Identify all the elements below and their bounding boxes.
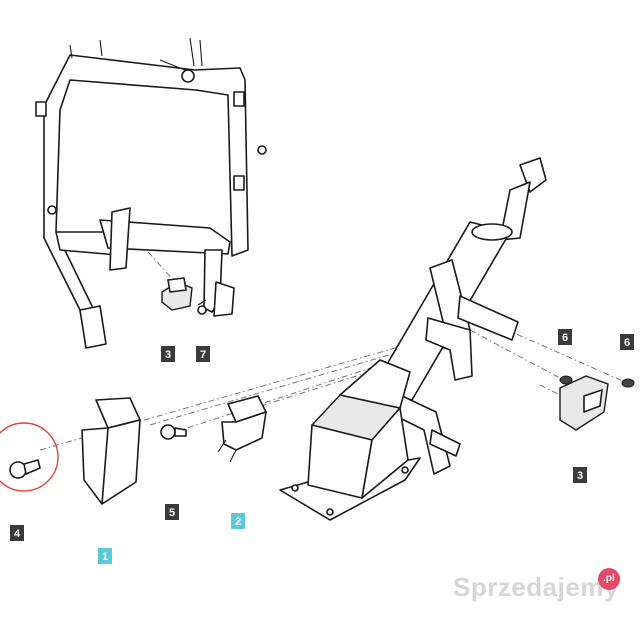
callout-6-left-label: 6 xyxy=(562,332,568,344)
cover-box xyxy=(81,397,141,505)
mount-bracket-left xyxy=(161,277,193,311)
callout-2-label: 2 xyxy=(235,516,241,528)
callout-6-left: 6 xyxy=(558,329,572,345)
callout-4: 4 xyxy=(10,525,24,541)
screw-small xyxy=(197,299,207,315)
callout-7: 7 xyxy=(196,346,210,362)
mount-bracket-right xyxy=(559,375,609,431)
callout-4-label: 4 xyxy=(14,528,21,540)
support-frame xyxy=(35,37,267,349)
column-base xyxy=(279,359,421,521)
callout-6-right: 6 xyxy=(620,334,634,350)
relay-module xyxy=(217,395,267,463)
callout-3-left-label: 3 xyxy=(165,349,171,361)
callout-3-right-label: 3 xyxy=(577,470,583,482)
callout-1: 1 xyxy=(98,548,112,564)
bolt-medium xyxy=(160,424,187,440)
watermark-badge: .pl xyxy=(598,568,620,590)
callout-3-right: 3 xyxy=(573,467,587,483)
callout-2: 2 xyxy=(231,513,245,529)
nut-pair xyxy=(559,375,635,388)
callout-3-left: 3 xyxy=(161,346,175,362)
callout-6-right-label: 6 xyxy=(624,337,630,349)
callout-7-label: 7 xyxy=(200,349,206,361)
callout-5: 5 xyxy=(165,504,179,520)
bolt-highlighted xyxy=(0,422,59,492)
callout-labels: 1 2 3 3 4 5 6 6 xyxy=(10,329,634,564)
callout-1-box xyxy=(98,548,112,564)
callout-1-label: 1 xyxy=(102,551,108,563)
watermark-text: Sprzedajemy xyxy=(453,572,619,602)
callout-5-label: 5 xyxy=(169,507,175,519)
steering-column xyxy=(371,157,547,475)
callout-2-box xyxy=(231,513,245,529)
